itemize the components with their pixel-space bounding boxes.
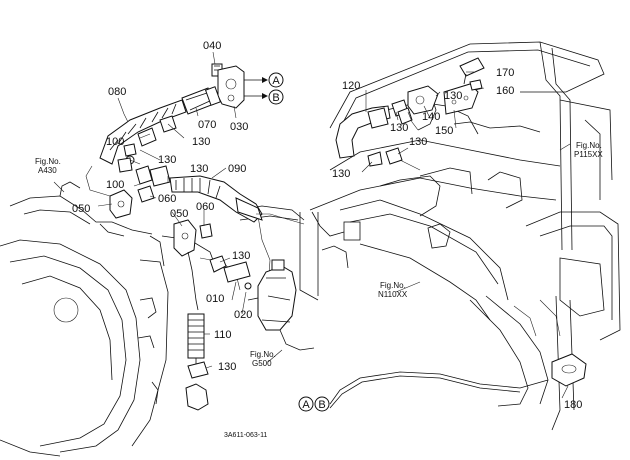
connector-b-upper <box>268 89 284 105</box>
frame-structure <box>299 41 621 431</box>
connector-a-lower <box>298 396 314 412</box>
fig-ref-p115-line1: Fig.No. <box>576 141 602 150</box>
callout-150: 150 <box>435 125 453 137</box>
fig-ref-a430-line1: Fig.No. <box>35 157 61 166</box>
fuel-filter-assembly <box>247 259 315 351</box>
callout-060-lower: 060 <box>196 201 214 213</box>
connector-b-lower-label: B <box>318 399 325 411</box>
callout-050-left: 050 <box>72 203 90 215</box>
callout-170: 170 <box>496 67 514 79</box>
callout-100-upper: 100 <box>106 136 124 148</box>
fig-ref-n110-line1: Fig.No. <box>380 281 406 290</box>
connector-a-upper-label: A <box>272 75 280 87</box>
fig-ref-g500-line2: G500 <box>252 359 272 368</box>
right-hose-assembly <box>335 57 485 171</box>
fig-ref-g500-line1: Fig.No. <box>250 350 276 359</box>
callout-060-upper: 060 <box>158 193 176 205</box>
callout-010: 010 <box>206 293 224 305</box>
leader-lines <box>53 51 571 399</box>
callout-130-r3: 130 <box>409 136 427 148</box>
callout-130-mid: 130 <box>158 154 176 166</box>
connector-b-lower <box>314 396 330 412</box>
connector-a-upper <box>268 72 284 88</box>
connector-upper: A B <box>268 72 284 105</box>
fig-ref-n110-line2: N110XX <box>378 290 408 299</box>
callout-130-hose: 130 <box>190 163 208 175</box>
callout-020: 020 <box>234 309 252 321</box>
return-line <box>329 353 587 409</box>
connector-a-lower-label: A <box>302 399 310 411</box>
callout-120: 120 <box>342 80 360 92</box>
connector-lower: A B <box>298 396 330 412</box>
callout-110: 110 <box>214 329 232 341</box>
connector-b-upper-label: B <box>272 92 279 104</box>
fig-ref-a430-line2: A430 <box>38 166 57 175</box>
callout-130-r1: 130 <box>390 122 408 134</box>
callout-070: 070 <box>198 119 216 131</box>
callout-130-fitting: 130 <box>232 250 250 262</box>
callout-090: 090 <box>228 163 246 175</box>
callout-100-lower: 100 <box>106 179 124 191</box>
callout-180: 180 <box>564 399 582 411</box>
drawing-code: 3A611-063-11 <box>224 432 267 439</box>
callout-040: 040 <box>203 40 221 52</box>
upper-hose-assembly <box>85 63 305 411</box>
callout-130-r2: 130 <box>444 90 462 102</box>
callout-160: 160 <box>496 85 514 97</box>
fig-ref-p115-line2: P115XX <box>574 150 603 159</box>
figure-references: Fig.No. A430 Fig.No. P115XX Fig.No. N110… <box>35 141 603 368</box>
callout-050-lower: 050 <box>170 208 188 220</box>
engine-structure <box>0 181 305 457</box>
callout-080: 080 <box>108 86 126 98</box>
callout-labels: 040 080 070 030 100 130 130 130 090 100 … <box>72 40 582 411</box>
callout-130-r4: 130 <box>332 168 350 180</box>
callout-130-upper: 130 <box>192 136 210 148</box>
callout-140: 140 <box>422 111 440 123</box>
callout-030: 030 <box>230 121 248 133</box>
callout-130-lower: 130 <box>218 361 236 373</box>
